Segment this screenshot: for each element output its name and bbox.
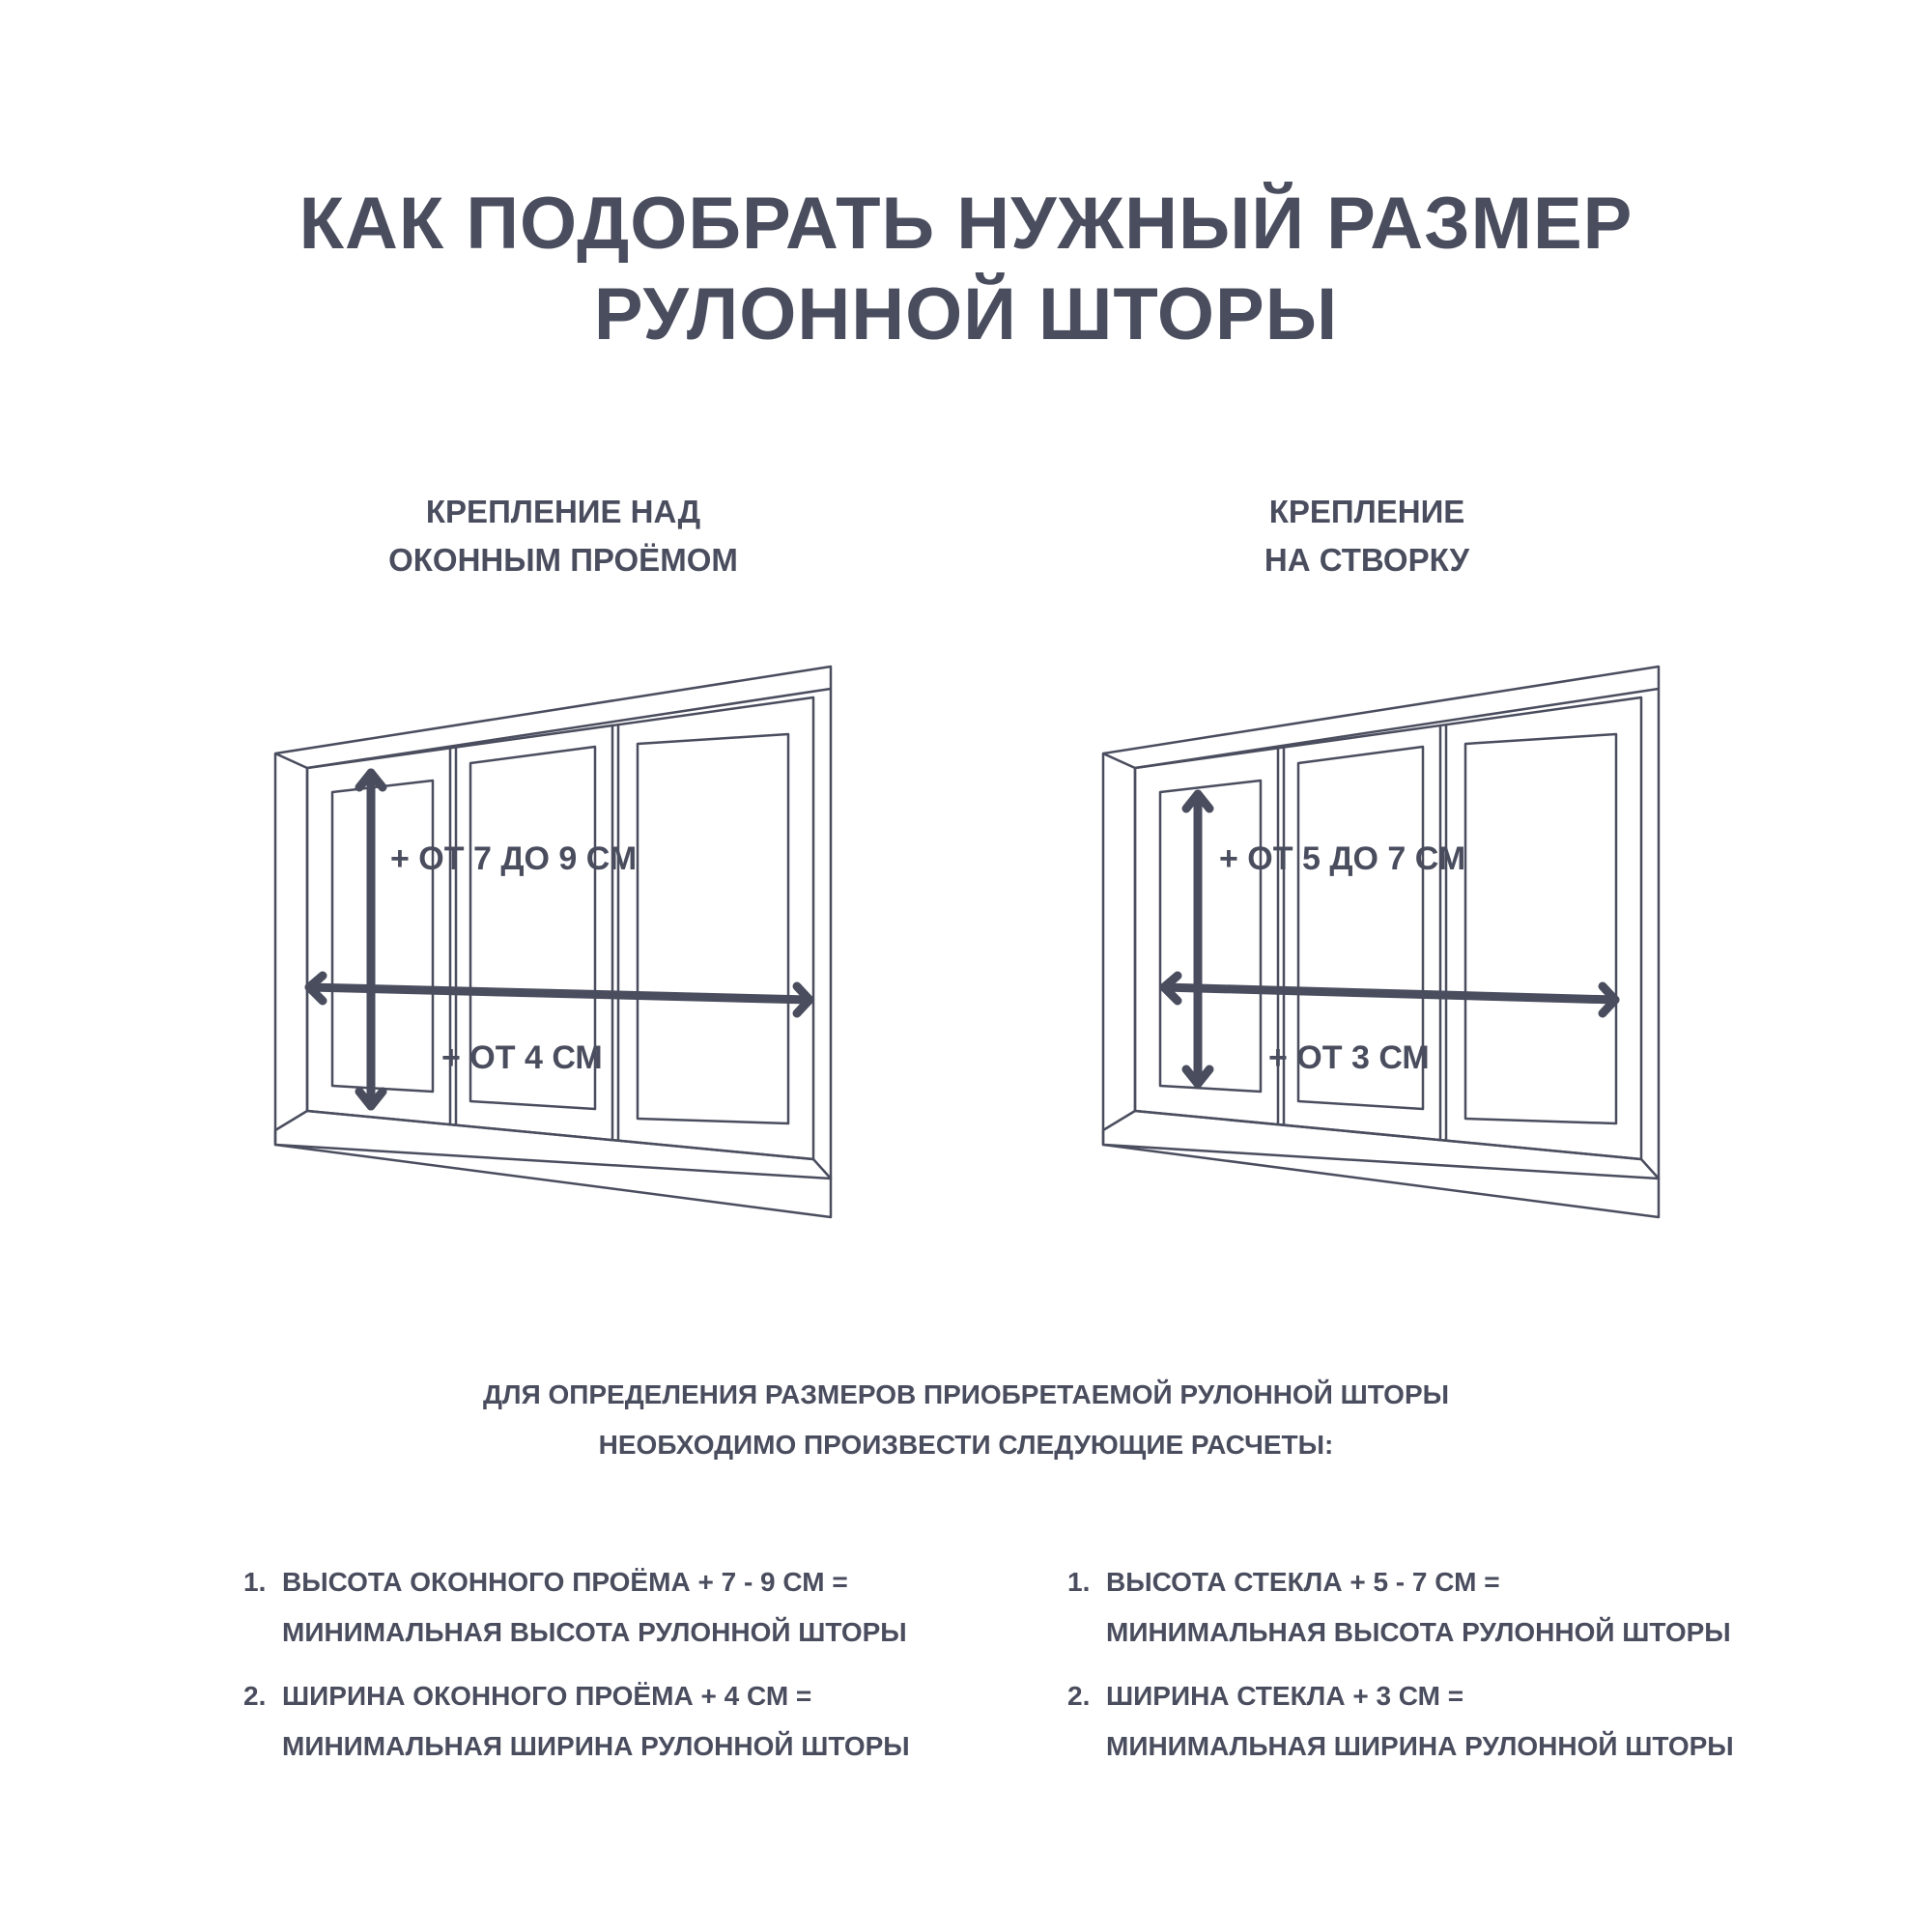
left-height-arrow-top: [355, 768, 387, 792]
right-step-2-line-2: МИНИМАЛЬНАЯ ШИРИНА РУЛОННОЙ ШТОРЫ: [1106, 1731, 1734, 1761]
left-height-arrow-bottom: [355, 1087, 387, 1111]
instructions-intro-line-2: НЕОБХОДИМО ПРОИЗВЕСТИ СЛЕДУЮЩИЕ РАСЧЕТЫ:: [598, 1430, 1334, 1460]
right-step-2-text: ШИРИНА СТЕКЛА + 3 СМ = МИНИМАЛЬНАЯ ШИРИН…: [1106, 1671, 1734, 1772]
right-height-arrow-top: [1181, 789, 1214, 813]
right-step-1-text: ВЫСОТА СТЕКЛА + 5 - 7 СМ = МИНИМАЛЬНАЯ В…: [1106, 1557, 1731, 1658]
right-step-1-number: 1.: [1067, 1567, 1091, 1597]
left-width-label: + ОТ 4 СМ: [441, 1039, 603, 1076]
right-width-arrow-left: [1159, 971, 1182, 1006]
page-title-line-2: РУЛОННОЙ ШТОРЫ: [593, 273, 1339, 355]
left-step-1-line-2: МИНИМАЛЬНАЯ ВЫСОТА РУЛОННОЙ ШТОРЫ: [282, 1617, 907, 1647]
right-step-1-line-2: МИНИМАЛЬНАЯ ВЫСОТА РУЛОННОЙ ШТОРЫ: [1106, 1617, 1731, 1647]
left-width-arrow-line: [304, 982, 814, 1005]
right-steps-list: 1. ВЫСОТА СТЕКЛА + 5 - 7 СМ = МИНИМАЛЬНА…: [1067, 1557, 1821, 1785]
right-dimension-arrows: [1159, 789, 1620, 1089]
right-step-2: 2. ШИРИНА СТЕКЛА + 3 СМ = МИНИМАЛЬНАЯ ШИ…: [1067, 1671, 1821, 1772]
right-width-arrow-right: [1598, 981, 1620, 1018]
left-width-arrow-right: [792, 981, 814, 1018]
right-width-arrow-line: [1159, 982, 1620, 1005]
left-step-2-line-1: ШИРИНА ОКОННОГО ПРОЁМА + 4 СМ =: [282, 1681, 812, 1711]
left-step-1-line-1: ВЫСОТА ОКОННОГО ПРОЁМА + 7 - 9 СМ =: [282, 1567, 848, 1597]
page-title-line-1: КАК ПОДОБРАТЬ НУЖНЫЙ РАЗМЕР: [298, 183, 1634, 265]
instructions-intro: ДЛЯ ОПРЕДЕЛЕНИЯ РАЗМЕРОВ ПРИОБРЕТАЕМОЙ Р…: [0, 1370, 1932, 1470]
right-step-2-line-1: ШИРИНА СТЕКЛА + 3 СМ =: [1106, 1681, 1464, 1711]
left-step-2-number: 2.: [243, 1681, 267, 1711]
left-step-2-line-2: МИНИМАЛЬНАЯ ШИРИНА РУЛОННОЙ ШТОРЫ: [282, 1731, 910, 1761]
left-step-2-text: ШИРИНА ОКОННОГО ПРОЁМА + 4 СМ = МИНИМАЛЬ…: [282, 1671, 910, 1772]
left-step-1-text: ВЫСОТА ОКОННОГО ПРОЁМА + 7 - 9 СМ = МИНИ…: [282, 1557, 907, 1658]
left-width-arrow-left: [304, 971, 327, 1006]
right-height-arrow-bottom: [1181, 1065, 1214, 1089]
left-steps-list: 1. ВЫСОТА ОКОННОГО ПРОЁМА + 7 - 9 СМ = М…: [243, 1557, 997, 1785]
right-height-label: + ОТ 5 ДО 7 СМ: [1219, 840, 1465, 877]
left-step-2: 2. ШИРИНА ОКОННОГО ПРОЁМА + 4 СМ = МИНИМ…: [243, 1671, 997, 1772]
right-step-2-number: 2.: [1067, 1681, 1091, 1711]
right-window-drawing: [1101, 665, 1661, 1219]
left-dimension-arrows: [304, 768, 814, 1111]
left-heading-line-1: КРЕПЛЕНИЕ НАД: [425, 494, 701, 529]
left-heading: КРЕПЛЕНИЕ НАД ОКОННЫМ ПРОЁМОМ: [225, 488, 901, 584]
left-step-1-number: 1.: [243, 1567, 267, 1597]
right-heading-line-1: КРЕПЛЕНИЕ: [1268, 494, 1465, 529]
right-heading-line-2: НА СТВОРКУ: [1264, 542, 1470, 578]
left-height-label: + ОТ 7 ДО 9 СМ: [390, 840, 637, 877]
right-step-1: 1. ВЫСОТА СТЕКЛА + 5 - 7 СМ = МИНИМАЛЬНА…: [1067, 1557, 1821, 1658]
instructions-intro-line-1: ДЛЯ ОПРЕДЕЛЕНИЯ РАЗМЕРОВ ПРИОБРЕТАЕМОЙ Р…: [482, 1379, 1450, 1409]
page-title: КАК ПОДОБРАТЬ НУЖНЫЙ РАЗМЕР РУЛОННОЙ ШТО…: [0, 179, 1932, 360]
left-heading-line-2: ОКОННЫМ ПРОЁМОМ: [388, 542, 738, 578]
right-width-label: + ОТ 3 СМ: [1268, 1039, 1430, 1076]
left-window-drawing: [273, 665, 833, 1219]
right-heading: КРЕПЛЕНИЕ НА СТВОРКУ: [1029, 488, 1705, 584]
right-step-1-line-1: ВЫСОТА СТЕКЛА + 5 - 7 СМ =: [1106, 1567, 1500, 1597]
left-step-1: 1. ВЫСОТА ОКОННОГО ПРОЁМА + 7 - 9 СМ = М…: [243, 1557, 997, 1658]
